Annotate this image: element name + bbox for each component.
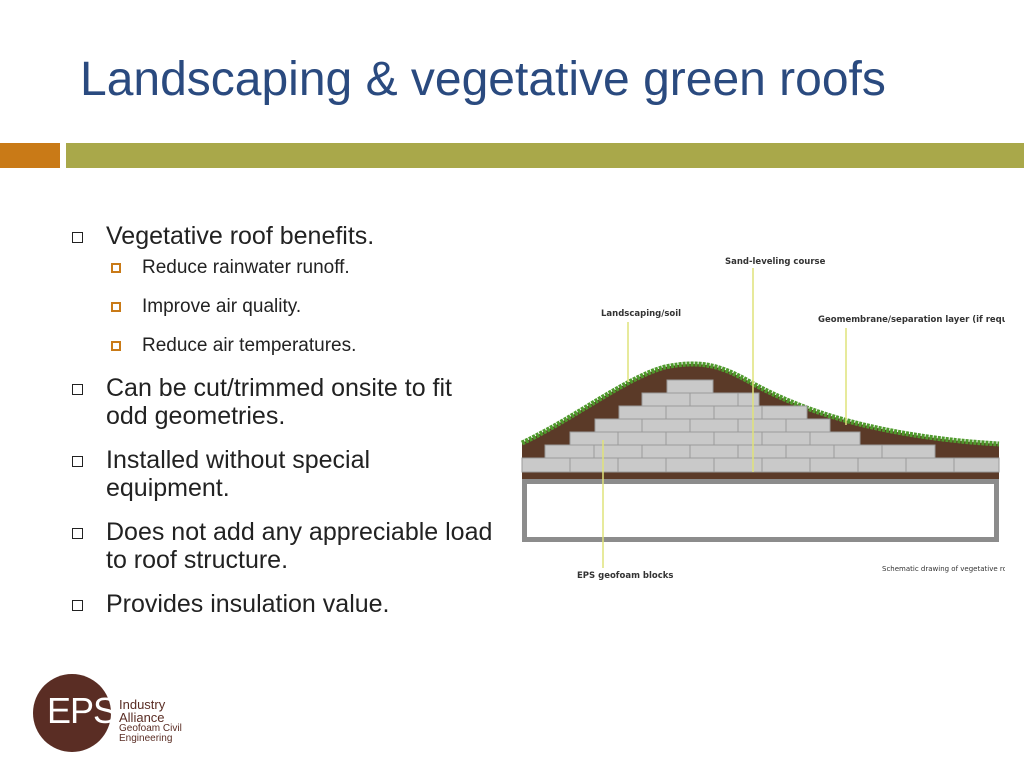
square-sub-bullet-icon: [111, 263, 121, 273]
square-bullet-icon: [72, 528, 83, 539]
bullet-item: Can be cut/trimmed onsite to fit odd geo…: [68, 374, 498, 430]
block-row: [521, 457, 1000, 473]
bullet-item: Installed without special equipment.: [68, 446, 498, 502]
bullet-text: Provides insulation value.: [106, 590, 390, 618]
block-row: [641, 392, 760, 407]
sub-bullet-item: Reduce rainwater runoff.: [106, 256, 498, 280]
grass-line: [520, 361, 1000, 447]
bullet-list: Vegetative roof benefits. Reduce rainwat…: [68, 222, 498, 634]
logo-circle: [33, 674, 111, 752]
slide-title: Landscaping & vegetative green roofs: [80, 53, 886, 106]
logo-text: Industry Alliance Geofoam Civil Engineer…: [119, 698, 182, 744]
sub-bullet-text: Improve air quality.: [142, 296, 302, 317]
square-sub-bullet-icon: [111, 302, 121, 312]
block-row: [569, 431, 861, 446]
block-row: [594, 418, 831, 433]
sub-bullet-item: Improve air quality.: [106, 295, 498, 319]
label-sand-leveling: Sand-leveling course: [725, 257, 826, 267]
sub-bullet-list: Reduce rainwater runoff. Improve air qua…: [106, 256, 498, 358]
logo-line-industry: Industry: [119, 697, 166, 712]
sub-bullet-item: Reduce air temperatures.: [106, 334, 498, 358]
block-row: [618, 405, 808, 420]
square-bullet-icon: [72, 232, 83, 243]
roof-deck-interior: [527, 484, 994, 537]
label-geomembrane: Geomembrane/separation layer (if require…: [818, 315, 1005, 325]
label-eps-geofoam: EPS geofoam blocks: [577, 571, 673, 581]
bullet-item: Vegetative roof benefits. Reduce rainwat…: [68, 222, 498, 358]
label-landscaping-soil: Landscaping/soil: [601, 309, 681, 319]
logo-line-geofoam: Geofoam Civil: [119, 723, 182, 734]
sub-bullet-text: Reduce rainwater runoff.: [142, 257, 350, 278]
bullet-text: Vegetative roof benefits.: [106, 222, 375, 250]
square-bullet-icon: [72, 456, 83, 467]
block-row: [666, 379, 714, 394]
leader-lines: [602, 268, 847, 568]
logo-mark: EPS: [47, 690, 117, 731]
block-joints: [569, 393, 955, 472]
bullet-text: Does not add any appreciable load to roo…: [106, 518, 493, 574]
eps-industry-alliance-logo: EPS Industry Alliance Geofoam Civil Engi…: [33, 674, 233, 754]
vegetative-roof-diagram: Sand-leveling course Landscaping/soil Ge…: [520, 257, 1005, 581]
diagram-caption: Schematic drawing of vegetative roof: [882, 565, 1005, 573]
square-bullet-icon: [72, 600, 83, 611]
bullet-item: Does not add any appreciable load to roo…: [68, 518, 498, 574]
square-bullet-icon: [72, 384, 83, 395]
sand-leveling-layer: [522, 472, 999, 479]
sub-bullet-text: Reduce air temperatures.: [142, 335, 357, 356]
bullet-item: Provides insulation value.: [68, 590, 498, 618]
accent-bar-olive: [66, 143, 1024, 168]
square-sub-bullet-icon: [111, 341, 121, 351]
logo-line-engineering: Engineering: [119, 733, 173, 744]
logo-line-alliance: Alliance: [119, 710, 165, 725]
bullet-text: Installed without special equipment.: [106, 446, 371, 502]
accent-bar-orange: [0, 143, 60, 168]
bullet-text: Can be cut/trimmed onsite to fit odd geo…: [106, 374, 452, 430]
